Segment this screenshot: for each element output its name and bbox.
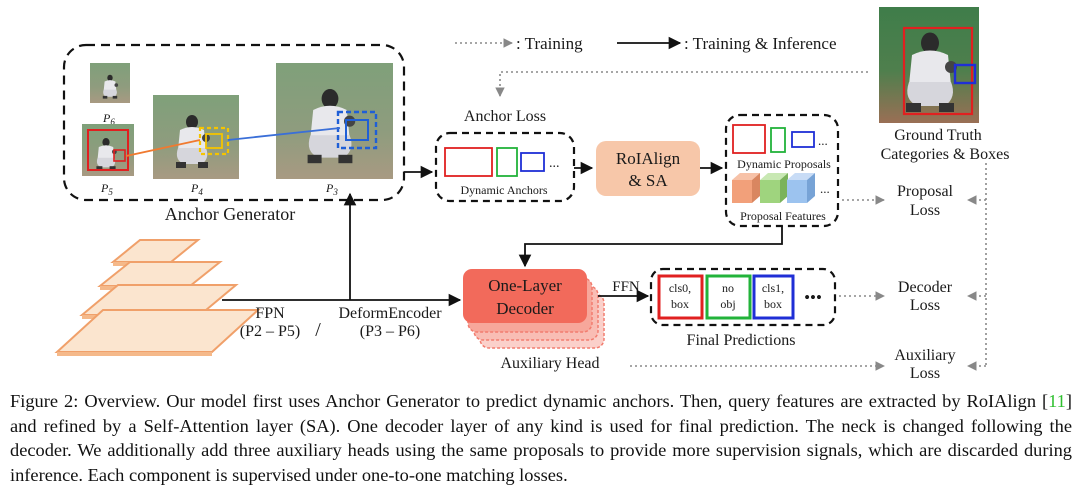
prediction-cell-0-line2: box xyxy=(671,297,689,311)
p5-to-p4-arrow xyxy=(125,139,201,157)
proposal-loss-label-1: Proposal xyxy=(897,183,954,200)
decoder-loss-label-2: Loss xyxy=(910,297,940,314)
auxiliary-head-label: Auxiliary Head xyxy=(500,355,599,372)
dynamic-proposals-label: Dynamic Proposals xyxy=(737,157,831,171)
ground-truth-label-1: Ground Truth xyxy=(894,127,982,144)
overview-diagram: : Training : Training & Inference Anchor… xyxy=(54,7,1010,382)
prediction-cell-2 xyxy=(752,274,795,320)
prediction-cell-0-line1: cls0, xyxy=(669,281,691,295)
anchor-red-box xyxy=(444,147,493,177)
decoder-label-2: Decoder xyxy=(496,299,554,318)
final-predictions-label: Final Predictions xyxy=(687,332,796,349)
p6-thumbnail xyxy=(90,63,130,103)
p5-label: P5 xyxy=(100,181,113,197)
ground-truth-label-2: Categories & Boxes xyxy=(881,146,1010,163)
roialign-sa-box xyxy=(596,141,700,196)
p3-label: P3 xyxy=(325,181,338,197)
caption-text-2: ] and refined by a Self-Attention layer … xyxy=(10,391,1072,485)
deform-encoder-label-1: DeformEncoder xyxy=(338,305,442,322)
prediction-cell-0 xyxy=(657,274,704,320)
p3-thumbnail xyxy=(276,63,393,179)
fpn-label-1: FPN xyxy=(255,305,285,322)
deform-encoder-label-2: (P3 – P6) xyxy=(360,323,420,340)
p5-thumbnail xyxy=(82,124,134,176)
proposals-to-decoder-arrow xyxy=(518,226,783,268)
caption-text-1: Figure 2: Overview. Our model first uses… xyxy=(10,391,1049,411)
feature-ellipsis: ... xyxy=(820,181,830,196)
citation-link[interactable]: 11 xyxy=(1048,391,1066,411)
auxiliary-loss-label-2: Loss xyxy=(910,365,940,382)
final-predictions-box xyxy=(649,267,837,327)
decoder-label-1: One-Layer xyxy=(488,276,562,295)
fpn-feature-stack xyxy=(54,239,261,356)
proposal-ellipsis: ... xyxy=(818,133,828,148)
anchor-loss-label: Anchor Loss xyxy=(464,108,546,125)
ffn-label: FFN xyxy=(612,279,640,295)
proposal-loss-label-2: Loss xyxy=(910,202,940,219)
anchor-generator-box xyxy=(62,43,406,202)
figure-caption: Figure 2: Overview. Our model first uses… xyxy=(10,389,1072,487)
anchor-loss-training-arrow xyxy=(495,71,868,97)
proposal-features-label: Proposal Features xyxy=(740,209,826,223)
decoder-loss-label-1: Decoder xyxy=(898,279,953,296)
anchor-ellipsis: ... xyxy=(549,156,560,171)
roialign-label-2: & SA xyxy=(628,171,668,190)
ground-truth-image xyxy=(879,7,979,123)
prediction-cell-1-line1: no xyxy=(722,281,734,295)
anchor-blue-box xyxy=(520,152,545,172)
auxiliary-loss-label-1: Auxiliary xyxy=(894,347,955,364)
proposal-feature-cubes xyxy=(732,173,815,203)
p4-label: P4 xyxy=(190,181,203,197)
one-layer-decoder-box xyxy=(463,269,587,323)
p6-label: P6 xyxy=(102,111,115,127)
prediction-cell-1-line2: obj xyxy=(720,297,735,311)
p4-thumbnail xyxy=(153,95,239,179)
proposal-green-box xyxy=(770,127,786,153)
prediction-dots: ••• xyxy=(804,288,822,307)
legend-inference-label: : Training & Inference xyxy=(684,34,837,53)
roialign-label-1: RoIAlign xyxy=(616,149,681,168)
neck-slash: / xyxy=(315,319,321,341)
dynamic-anchors-label: Dynamic Anchors xyxy=(461,183,548,197)
dynamic-anchors-box xyxy=(434,131,576,203)
prediction-cell-1 xyxy=(705,274,752,320)
p4-to-p3-arrow xyxy=(227,127,341,141)
anchor-generator-title: Anchor Generator xyxy=(165,204,295,224)
proposal-red-box xyxy=(732,124,766,154)
legend-training-label: : Training xyxy=(516,34,583,53)
fpn-label-2: (P2 – P5) xyxy=(240,323,300,340)
proposal-blue-box xyxy=(791,131,815,148)
anchor-green-box xyxy=(496,147,518,177)
prediction-cell-2-line2: box xyxy=(764,297,782,311)
prediction-cell-2-line1: cls1, xyxy=(762,281,784,295)
